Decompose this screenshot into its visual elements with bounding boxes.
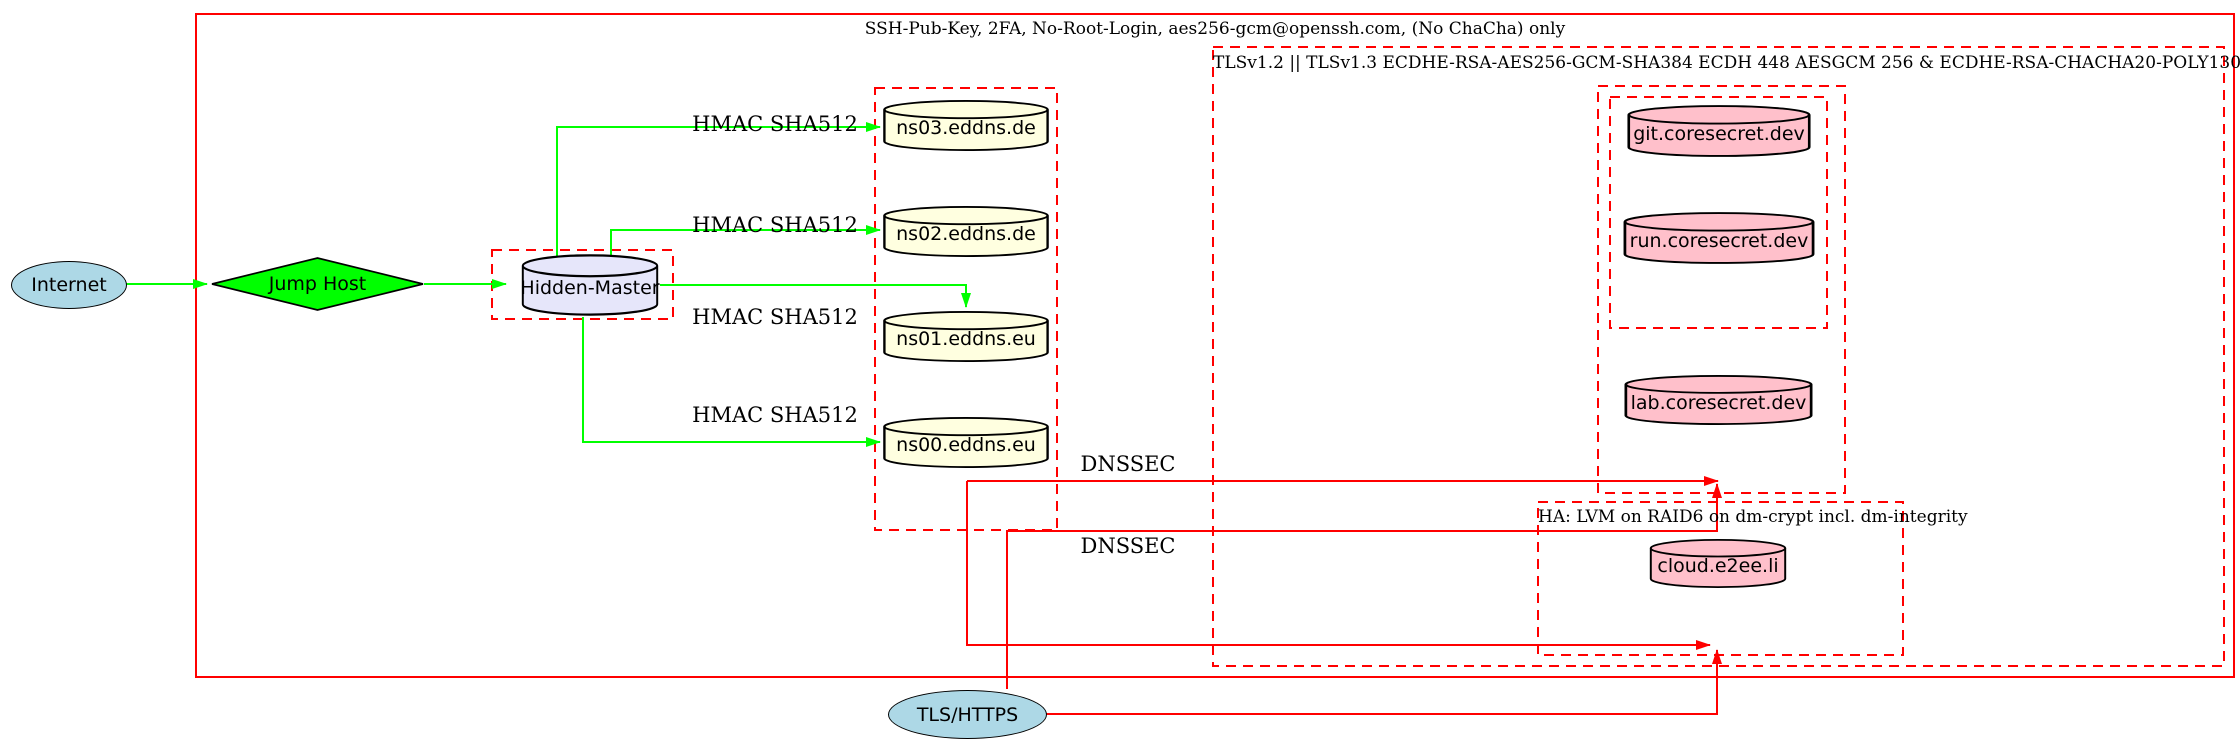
node-jump-host-label: Jump Host [268,273,367,295]
cylinder-shape [883,100,1049,151]
cylinder-shape [521,254,659,316]
cylinder-shape [883,311,1049,362]
cluster-tls-border [1212,46,2225,667]
cylinder-shape [883,206,1049,257]
edge-label-dnssec-1: DNSSEC [1080,452,1176,476]
edge-label-hmac-sha512-4: HMAC SHA512 [692,403,858,427]
node-tls-https: TLS/HTTPS [888,690,1047,739]
edge-hiddenmaster-to-ns03 [556,122,881,260]
node-jump-host: Jump Host [211,257,424,311]
edge-label-hmac-sha512-1: HMAC SHA512 [692,112,858,136]
node-hidden-master-label: Hidden-Master [520,277,660,300]
node-ns02-label: ns02.eddns.de [896,223,1036,246]
cylinder-shape [1624,375,1813,425]
cluster-tls-label: TLSv1.2 || TLSv1.3 ECDHE-RSA-AES256-GCM-… [1213,53,2240,73]
cluster-ssh-label: SSH-Pub-Key, 2FA, No-Root-Login, aes256-… [864,19,1566,39]
edge-label-dnssec-2: DNSSEC [1080,534,1176,558]
edge-hiddenmaster-to-ns00 [582,317,881,447]
node-ns00: ns00.eddns.eu [881,416,1051,469]
node-internet-label: Internet [31,274,107,296]
edge-hiddenmaster-to-ns02 [610,225,881,260]
node-hidden-master: Hidden-Master [520,253,660,317]
cylinder-shape [883,417,1049,468]
node-run-coresecret: run.coresecret.dev [1621,211,1817,265]
edge-dnssec-to-ha [966,481,1711,650]
node-git-coresecret: git.coresecret.dev [1625,104,1813,158]
edge-tlshttps-to-coresecret [1006,483,1722,689]
node-tls-https-label: TLS/HTTPS [916,703,1019,726]
node-ns03: ns03.eddns.de [881,99,1051,152]
node-ns00-label: ns00.eddns.eu [896,434,1036,457]
edge-label-hmac-sha512-2: HMAC SHA512 [692,213,858,237]
node-ns01: ns01.eddns.eu [881,310,1051,363]
node-ns02: ns02.eddns.de [881,205,1051,258]
node-cloud-e2ee: cloud.e2ee.li [1648,538,1788,589]
node-run-label: run.coresecret.dev [1629,229,1809,252]
cylinder-shape [1627,105,1811,157]
node-git-label: git.coresecret.dev [1633,122,1805,145]
node-ns03-label: ns03.eddns.de [896,117,1036,140]
node-lab-coresecret: lab.coresecret.dev [1622,374,1815,426]
edge-tlshttps-to-ha [1046,649,1722,715]
cluster-ssh-border [195,13,2235,678]
diamond-shape [211,257,424,311]
edge-label-hmac-sha512-3: HMAC SHA512 [692,305,858,329]
node-lab-label: lab.coresecret.dev [1630,391,1807,414]
node-ns01-label: ns01.eddns.eu [896,328,1036,351]
cylinder-shape [1623,212,1815,264]
cluster-ha-label: HA: LVM on RAID6 on dm-crypt incl. dm-in… [1538,507,1968,527]
cluster-coresecret-inner-border [1609,96,1828,329]
cylinder-shape [1649,539,1787,588]
node-internet: Internet [11,261,127,309]
edge-hiddenmaster-to-ns01 [660,284,971,308]
node-cloud-label: cloud.e2ee.li [1657,555,1779,578]
cluster-coresecret-outer-border [1597,85,1846,494]
